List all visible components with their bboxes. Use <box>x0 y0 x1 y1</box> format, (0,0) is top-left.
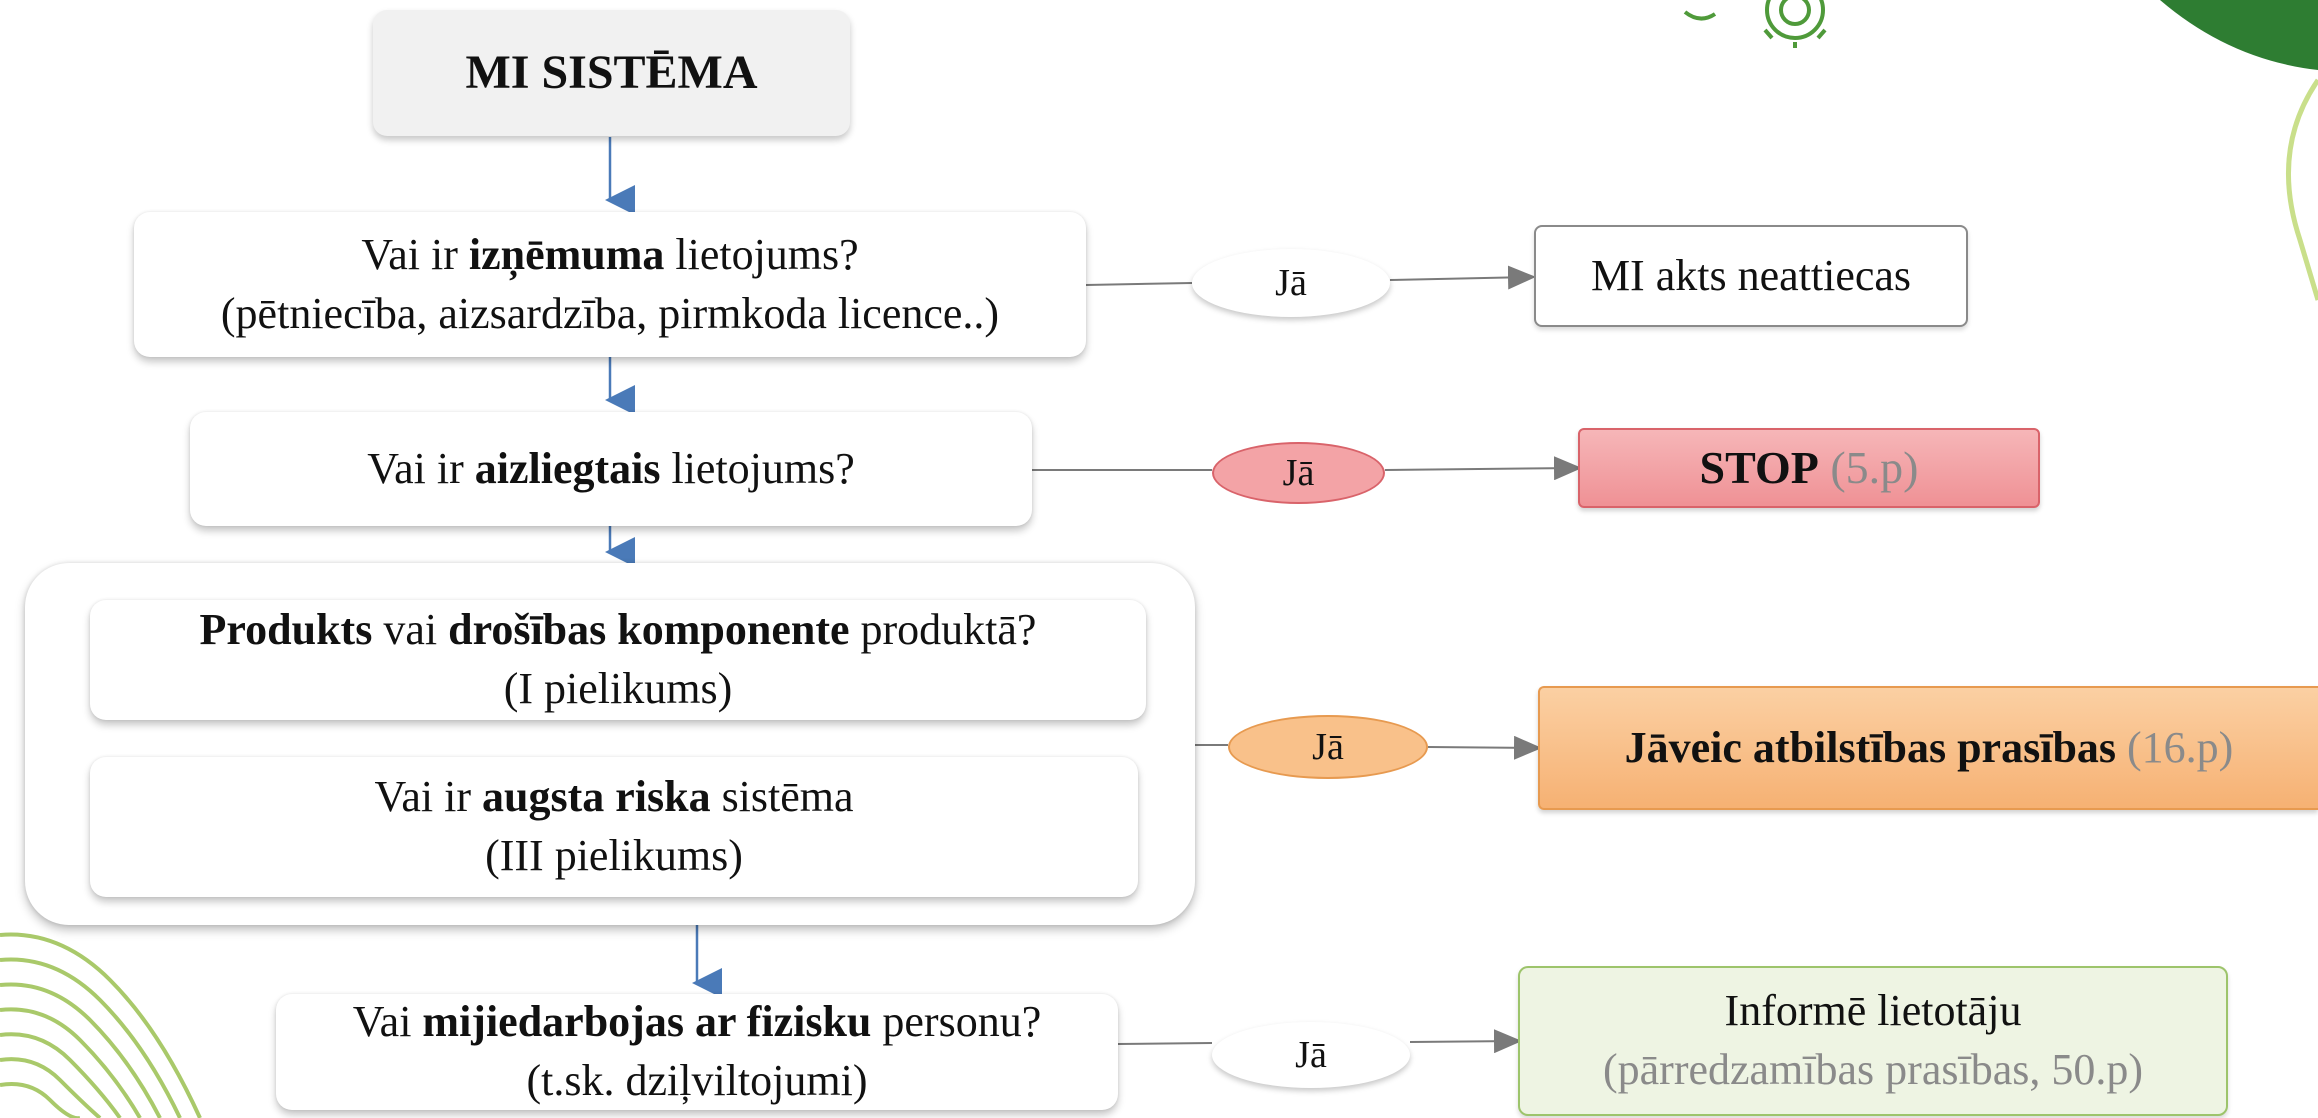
question-high-risk-line2: (III pielikums) <box>485 831 743 880</box>
outcome-conformity-ref: (16.p) <box>2116 722 2234 772</box>
outcome-not-applicable: MI akts neattiecas <box>1534 225 1968 327</box>
question-exception-line1: Vai ir izņēmuma lietojums? <box>361 229 859 279</box>
arrow-yes-to-conformity <box>1427 735 1542 760</box>
outcome-conformity: Jāveic atbilstības prasības (16.p) <box>1538 686 2318 810</box>
outcome-inform-user: Informē lietotāju (pārredzamības prasība… <box>1518 966 2228 1116</box>
question-exception: Vai ir izņēmuma lietojums? (pētniecība, … <box>134 212 1086 357</box>
title-text: MI SISTĒMA <box>465 46 758 100</box>
question-interaction-line1: Vai mijiedarbojas ar fizisku personu? <box>352 997 1042 1047</box>
connector-interaction-yes <box>1117 1042 1213 1045</box>
outcome-inform-line1: Informē lietotāju <box>1724 986 2022 1036</box>
question-interaction-line2: (t.sk. dziļviltojumi) <box>526 1056 868 1105</box>
question-product: Produkts vai drošības komponente produkt… <box>90 600 1146 720</box>
question-prohibited: Vai ir aizliegtais lietojums? <box>190 412 1032 526</box>
question-high-risk-line1: Vai ir augsta riska sistēma <box>374 772 854 822</box>
gears-icon <box>1683 0 1827 48</box>
outcome-conformity-label: Jāveic atbilstības prasības <box>1624 722 2117 772</box>
outcome-not-applicable-text: MI akts neattiecas <box>1590 250 1912 300</box>
question-prohibited-line1: Vai ir aizliegtais lietojums? <box>367 443 855 493</box>
outcome-stop-label: STOP <box>1699 442 1819 494</box>
question-product-line2: (I pielikums) <box>503 664 733 713</box>
yes-ellipse-exception: Jā <box>1192 249 1390 317</box>
arrow-yes-to-stop <box>1384 456 1582 481</box>
question-product-line1: Produkts vai drošības komponente produkt… <box>199 605 1037 655</box>
outcome-stop: STOP (5.p) <box>1578 428 2040 508</box>
question-high-risk: Vai ir augsta riska sistēma (III pieliku… <box>90 757 1138 897</box>
title-box: MI SISTĒMA <box>373 10 850 136</box>
question-exception-line2: (pētniecība, aizsardzība, pirmkoda licen… <box>220 288 1000 338</box>
yes-ellipse-prohibited: Jā <box>1212 442 1385 504</box>
arrow-yes-to-not-applicable <box>1389 265 1536 290</box>
question-interaction: Vai mijiedarbojas ar fizisku personu? (t… <box>276 994 1118 1110</box>
yes-ellipse-interaction: Jā <box>1212 1022 1410 1088</box>
wave-lines-decoration <box>0 932 202 1118</box>
yes-ellipse-group: Jā <box>1228 715 1428 779</box>
outcome-inform-line2: (pārredzamības prasības, 50.p) <box>1602 1045 2143 1094</box>
connector-exception-yes <box>1085 282 1193 286</box>
outcome-stop-ref: (5.p) <box>1818 442 1919 494</box>
brand-corner-curve <box>2286 78 2318 301</box>
brand-corner-shape <box>2160 0 2318 70</box>
arrow-yes-to-inform <box>1409 1029 1522 1054</box>
